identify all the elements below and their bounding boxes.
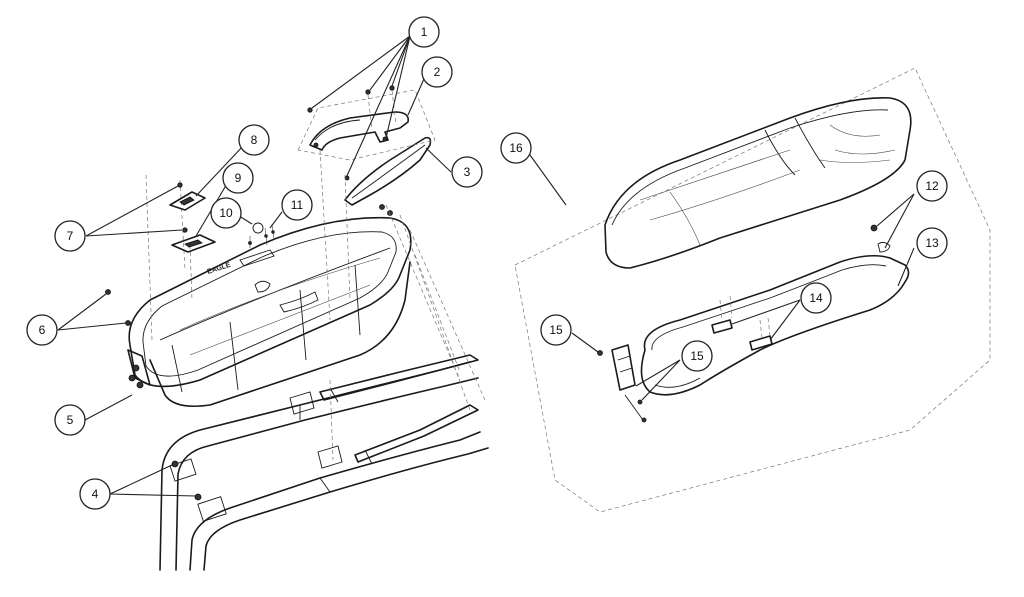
seat-hinge — [597, 344, 647, 423]
cover-plate-9 — [171, 234, 216, 253]
svg-text:5: 5 — [67, 413, 74, 427]
callout-13: 13 — [916, 227, 948, 259]
callout-3: 3 — [451, 156, 483, 188]
seat-base-frame — [640, 254, 910, 396]
cover-plate-8 — [169, 182, 206, 233]
svg-text:2: 2 — [434, 65, 441, 79]
callout-1: 1 — [408, 16, 440, 48]
svg-text:16: 16 — [509, 141, 523, 155]
svg-text:9: 9 — [235, 171, 242, 185]
storage-box: EAGLE — [127, 204, 412, 408]
svg-text:11: 11 — [291, 198, 304, 212]
svg-text:8: 8 — [251, 133, 258, 147]
svg-text:4: 4 — [92, 487, 99, 501]
svg-text:10: 10 — [219, 206, 233, 220]
seat-cushion — [604, 97, 912, 269]
callout-4: 4 — [79, 478, 111, 510]
screws-11 — [264, 223, 275, 246]
svg-text:6: 6 — [39, 323, 46, 337]
svg-text:15: 15 — [549, 323, 563, 337]
callout-12: 12 — [916, 170, 948, 202]
brackets-4 — [171, 460, 202, 501]
callout-15a: 15 — [540, 314, 572, 346]
callout-5: 5 — [54, 404, 86, 436]
callout-leaders — [57, 35, 915, 497]
grab-handle — [307, 85, 410, 151]
bolts-6 — [105, 289, 131, 326]
svg-text:15: 15 — [690, 349, 704, 363]
frame-tubes — [159, 361, 489, 571]
svg-text:7: 7 — [67, 229, 74, 243]
callout-16: 16 — [500, 132, 532, 164]
callout-14: 14 — [800, 282, 832, 314]
callout-10: 10 — [210, 197, 242, 229]
svg-text:14: 14 — [809, 291, 823, 305]
callout-11: 11 — [281, 189, 313, 221]
svg-text:3: 3 — [464, 165, 471, 179]
rear-cover-panel — [344, 136, 432, 206]
seat-assembly-outline — [514, 67, 991, 513]
svg-text:12: 12 — [925, 179, 939, 193]
callout-2: 2 — [421, 56, 453, 88]
svg-text:1: 1 — [421, 25, 428, 39]
callout-15b: 15 — [681, 340, 713, 372]
seat-latch-parts — [870, 224, 891, 253]
callout-9: 9 — [222, 162, 254, 194]
assembly-guides-upper — [145, 89, 486, 461]
callout-6: 6 — [26, 314, 58, 346]
clip-10 — [248, 222, 264, 248]
svg-text:13: 13 — [925, 236, 939, 250]
callout-8: 8 — [238, 124, 270, 156]
callout-7: 7 — [54, 220, 86, 252]
mounting-rails — [319, 354, 479, 465]
